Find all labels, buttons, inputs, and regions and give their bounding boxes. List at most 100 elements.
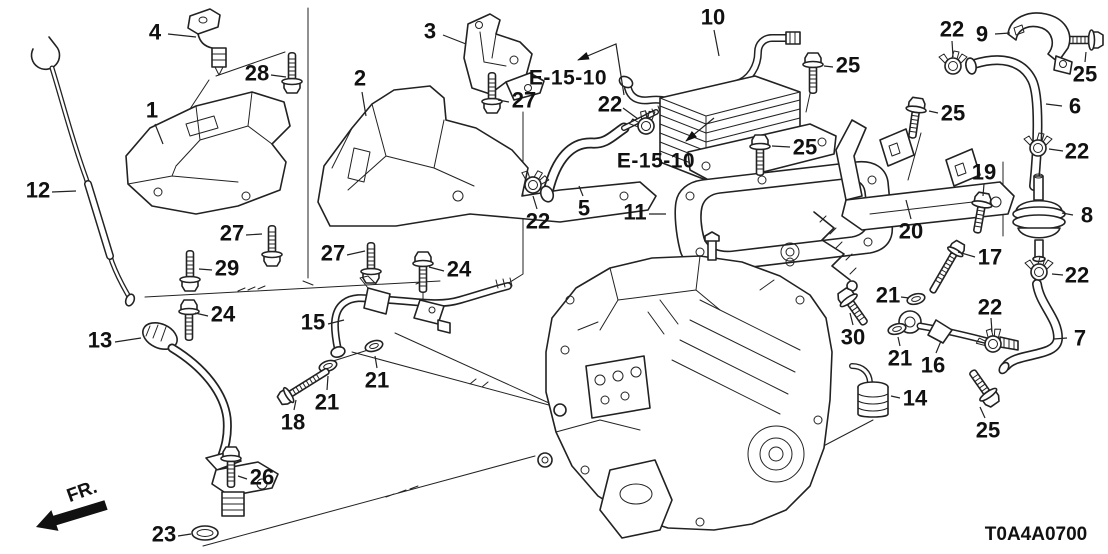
part-callout-29[interactable]: 29 — [215, 256, 239, 281]
harness-stay — [813, 211, 858, 292]
callout-leader-21 — [900, 296, 910, 299]
part-callout-22[interactable]: 22 — [1065, 263, 1089, 288]
part-callout-4[interactable]: 4 — [149, 20, 162, 45]
part-callout-27[interactable]: 27 — [512, 88, 536, 113]
part-callout-22[interactable]: 22 — [1065, 139, 1089, 164]
part-callout-25[interactable]: 25 — [1073, 62, 1097, 87]
part-callout-15[interactable]: 15 — [301, 310, 325, 335]
callout-leader-22 — [951, 40, 954, 58]
part-callout-21[interactable]: 21 — [888, 346, 912, 371]
part-callout-30[interactable]: 30 — [841, 325, 865, 350]
callout-leader-25 — [771, 145, 791, 148]
part-callout-13[interactable]: 13 — [88, 328, 112, 353]
part-callout-1[interactable]: 1 — [146, 98, 158, 123]
part-callout-21[interactable]: 21 — [315, 390, 339, 415]
callout-leader-28 — [270, 74, 287, 78]
ref-arrow-icon — [685, 117, 715, 142]
part-callout-9[interactable]: 9 — [976, 22, 988, 47]
callout-leader-25 — [979, 406, 986, 419]
callout-leader-24 — [194, 312, 209, 317]
part-1-bracket — [125, 91, 291, 215]
part-callout-17[interactable]: 17 — [978, 245, 1002, 270]
callout-leader-18 — [293, 399, 297, 411]
callout-leader-16 — [935, 340, 942, 354]
diagram-code: T0A4A0700 — [985, 524, 1087, 545]
part-2-cover — [317, 85, 657, 227]
callout-leader-27 — [497, 99, 510, 103]
part-24-bolt — [412, 251, 434, 294]
callout-leader-24 — [428, 266, 445, 272]
part-callout-20[interactable]: 20 — [899, 219, 923, 244]
part-callout-3[interactable]: 3 — [424, 19, 436, 44]
part-callout-28[interactable]: 28 — [245, 61, 269, 86]
part-callout-23[interactable]: 23 — [152, 522, 176, 547]
part-16-pipe — [898, 310, 1019, 351]
callout-leader-22 — [990, 317, 993, 333]
part-25-bolt — [802, 52, 824, 95]
part-30-bolt — [833, 284, 875, 331]
callout-leader-30 — [849, 312, 854, 326]
part-callout-7[interactable]: 7 — [1074, 326, 1086, 351]
callout-leader-3 — [442, 34, 467, 45]
callout-leader-21 — [326, 375, 329, 391]
ref-label-E-15-10[interactable]: E-15-10 — [617, 150, 695, 173]
callout-leader-22 — [622, 107, 639, 120]
part-callout-8[interactable]: 8 — [1081, 203, 1093, 228]
part-callout-27[interactable]: 27 — [220, 221, 244, 246]
part-23-oring — [191, 525, 219, 541]
part-callout-22[interactable]: 22 — [526, 209, 550, 234]
part-callout-25[interactable]: 25 — [941, 101, 965, 126]
part-callout-22[interactable]: 22 — [978, 295, 1002, 320]
callout-leader-29 — [198, 268, 213, 271]
part-callout-25[interactable]: 25 — [976, 418, 1000, 443]
callout-leader-21 — [897, 336, 901, 347]
part-9-clamp-bracket — [1007, 12, 1073, 75]
callout-leader-22 — [532, 195, 538, 210]
part-callout-12[interactable]: 12 — [26, 178, 50, 203]
callout-leader-27 — [346, 250, 366, 256]
part-22-clamp — [1024, 256, 1054, 281]
part-callout-11[interactable]: 11 — [623, 200, 646, 225]
part-callout-2[interactable]: 2 — [354, 66, 366, 91]
part-callout-5[interactable]: 5 — [578, 196, 590, 221]
part-callout-25[interactable]: 25 — [793, 135, 817, 160]
callout-leader-12 — [51, 190, 77, 193]
callout-leader-9 — [994, 32, 1011, 35]
part-callout-10[interactable]: 10 — [701, 5, 725, 30]
part-21-washer — [363, 337, 385, 355]
callout-leader-25 — [928, 110, 939, 114]
part-callout-24[interactable]: 24 — [211, 302, 236, 327]
part-callout-19[interactable]: 19 — [972, 160, 996, 185]
callout-leader-10 — [713, 29, 720, 57]
callout-leader-5 — [578, 185, 584, 197]
part-callout-27[interactable]: 27 — [321, 241, 345, 266]
ref-label-E-15-10[interactable]: E-15-10 — [529, 67, 607, 90]
part-callout-22[interactable]: 22 — [598, 92, 622, 117]
callout-leader-22 — [1051, 273, 1064, 276]
callout-leader-25 — [823, 65, 834, 68]
part-callout-26[interactable]: 26 — [250, 465, 274, 490]
part-callout-21[interactable]: 21 — [365, 368, 389, 393]
transmission-body — [537, 231, 833, 539]
callout-leader-4 — [167, 33, 197, 38]
callout-leader-8 — [1061, 212, 1074, 216]
part-callout-22[interactable]: 22 — [940, 17, 964, 42]
part-callout-14[interactable]: 14 — [903, 386, 928, 411]
callout-leader-23 — [177, 533, 192, 537]
part-callout-18[interactable]: 18 — [281, 410, 305, 435]
part-24-bolt — [178, 299, 200, 342]
part-callout-16[interactable]: 16 — [921, 353, 945, 378]
part-callout-21[interactable]: 21 — [876, 283, 900, 308]
callout-leader-21 — [374, 355, 378, 369]
callout-leader-27 — [245, 233, 263, 236]
part-callout-6[interactable]: 6 — [1069, 94, 1081, 119]
ref-arrow-icon — [577, 43, 625, 96]
diagram-line-art — [30, 7, 1104, 547]
part-callout-24[interactable]: 24 — [447, 257, 472, 282]
callout-leader-22 — [1048, 148, 1064, 152]
part-8-atf-filter — [1012, 173, 1066, 263]
part-callout-25[interactable]: 25 — [836, 53, 860, 78]
fr-label: FR. — [64, 477, 100, 507]
